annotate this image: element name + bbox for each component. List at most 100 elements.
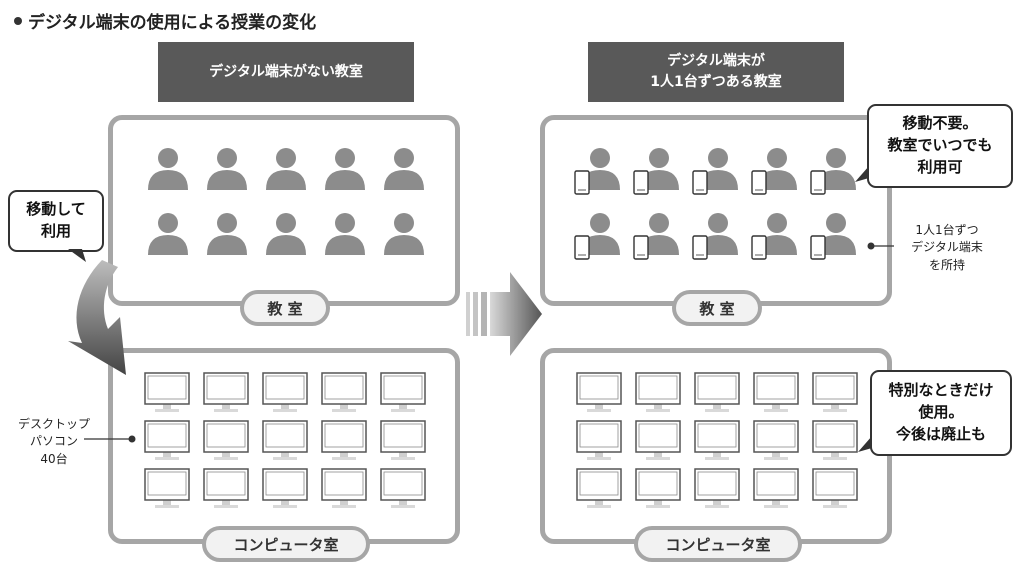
- monitor-icon: [321, 420, 367, 460]
- person-icon: [384, 148, 424, 190]
- tablet-icon: [633, 235, 649, 260]
- person-icon: [325, 148, 365, 190]
- bullet-icon: [14, 17, 22, 25]
- person-icon: [266, 213, 306, 255]
- left-note-pointer: [84, 435, 136, 443]
- right-bottom-bubble: 特別なときだけ 使用。 今後は廃止も: [858, 370, 1012, 456]
- right-note-line3: を所持: [928, 257, 965, 272]
- right-bottom-bubble-line3: 今後は廃止も: [895, 424, 986, 443]
- person-icon: [207, 213, 247, 255]
- person-icon: [148, 213, 188, 255]
- right-note-line2: デジタル端末: [911, 240, 983, 255]
- monitor-icon: [144, 468, 190, 508]
- left-computer-room: [108, 348, 460, 544]
- person-icon: [266, 148, 306, 190]
- page-title: デジタル端末の使用による授業の変化: [14, 8, 316, 33]
- monitor-icon: [144, 420, 190, 460]
- left-bubble-tail: [68, 249, 86, 262]
- left-computer-room-label-text: コンピュータ室: [233, 535, 339, 554]
- left-header: デジタル端末がない教室: [158, 42, 414, 102]
- monitor-icon: [635, 420, 681, 460]
- monitor-icon: [380, 372, 426, 412]
- right-note-pointer: [867, 242, 894, 250]
- right-bottom-bubble-line2: 使用。: [918, 403, 964, 422]
- monitor-icon: [576, 372, 622, 412]
- monitor-icon: [812, 420, 858, 460]
- person-icon: [816, 148, 856, 190]
- monitor-icon: [576, 468, 622, 508]
- tablet-icon: [574, 235, 590, 260]
- right-note: 1人1台ずつ デジタル端末 を所持: [894, 222, 1000, 274]
- person-icon: [207, 148, 247, 190]
- right-note-line1: 1人1台ずつ: [915, 223, 979, 237]
- person-icon: [816, 213, 856, 255]
- monitor-icon: [203, 420, 249, 460]
- tablet-icon: [692, 170, 708, 195]
- left-header-text: デジタル端末がない教室: [209, 63, 363, 80]
- monitor-icon: [812, 372, 858, 412]
- monitor-icon: [694, 468, 740, 508]
- right-classroom-students: [574, 148, 856, 260]
- right-computer-room-label-text: コンピュータ室: [665, 535, 771, 554]
- person-icon: [639, 213, 679, 255]
- left-computer-monitors: [144, 372, 426, 508]
- tablet-icon: [810, 235, 826, 260]
- right-top-bubble-box: 移動不要。 教室でいつでも 利用可: [867, 104, 1013, 188]
- right-computer-monitors: [576, 372, 858, 508]
- right-top-bubble-line1: 移動不要。: [902, 114, 978, 133]
- right-classroom: [540, 115, 892, 306]
- monitor-icon: [262, 372, 308, 412]
- person-icon: [757, 213, 797, 255]
- left-classroom: [108, 115, 460, 306]
- monitor-icon: [812, 468, 858, 508]
- right-header: デジタル端末が 1人1台ずつある教室: [588, 42, 844, 102]
- monitor-icon: [635, 372, 681, 412]
- monitor-icon: [203, 372, 249, 412]
- monitor-icon: [380, 420, 426, 460]
- monitor-icon: [753, 372, 799, 412]
- right-bottom-bubble-box: 特別なときだけ 使用。 今後は廃止も: [870, 370, 1012, 456]
- person-icon: [698, 213, 738, 255]
- right-computer-room: [540, 348, 892, 544]
- person-icon: [148, 148, 188, 190]
- left-note-line2: パソコン: [29, 434, 78, 449]
- left-classroom-students: [148, 148, 424, 255]
- person-icon: [580, 213, 620, 255]
- monitor-icon: [694, 372, 740, 412]
- left-note-line3: 40台: [40, 451, 68, 466]
- right-top-bubble-line2: 教室でいつでも: [887, 136, 993, 155]
- tablet-icon: [751, 170, 767, 195]
- left-computer-room-label: コンピュータ室: [202, 526, 370, 562]
- monitor-icon: [203, 468, 249, 508]
- right-top-bubble: 移動不要。 教室でいつでも 利用可: [855, 104, 1013, 188]
- monitor-icon: [321, 468, 367, 508]
- person-icon: [325, 213, 365, 255]
- right-bottom-bubble-tail: [858, 436, 872, 452]
- monitor-icon: [694, 420, 740, 460]
- curved-arrow-icon: [68, 260, 126, 375]
- tablet-icon: [810, 170, 826, 195]
- person-icon: [384, 213, 424, 255]
- tablet-icon: [574, 170, 590, 195]
- left-note-line1: デスクトップ: [17, 417, 90, 431]
- monitor-icon: [262, 468, 308, 508]
- left-classroom-label-text: 教 室: [267, 299, 303, 318]
- monitor-icon: [576, 420, 622, 460]
- right-classroom-label: 教 室: [672, 290, 762, 326]
- person-icon: [757, 148, 797, 190]
- tablet-icon: [633, 170, 649, 195]
- left-bubble-line1: 移動して: [26, 200, 86, 219]
- right-header-line2: 1人1台ずつある教室: [650, 74, 782, 90]
- monitor-icon: [262, 420, 308, 460]
- right-top-bubble-line3: 利用可: [917, 157, 963, 176]
- monitor-icon: [321, 372, 367, 412]
- monitor-icon: [380, 468, 426, 508]
- left-note: デスクトップ パソコン 40台: [12, 416, 96, 468]
- right-computer-room-label: コンピュータ室: [634, 526, 802, 562]
- left-classroom-label: 教 室: [240, 290, 330, 326]
- monitor-icon: [753, 420, 799, 460]
- monitor-icon: [144, 372, 190, 412]
- right-header-line1: デジタル端末が: [667, 53, 765, 69]
- right-classroom-label-text: 教 室: [699, 299, 735, 318]
- left-bubble-box: 移動して 利用: [8, 190, 104, 252]
